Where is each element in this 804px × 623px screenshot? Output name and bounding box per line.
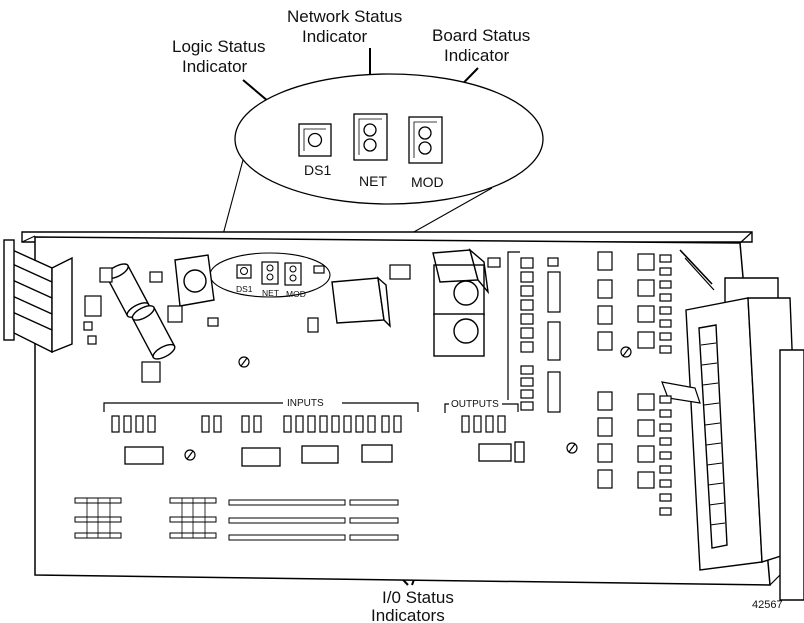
board-status-label-line2: Indicator (444, 46, 510, 65)
zoom-net-label: NET (359, 173, 387, 189)
board-net-indicator (262, 262, 278, 284)
logic-status-callout: Logic Status Indicator (172, 37, 266, 76)
board-ds1-label: DS1 (236, 284, 253, 294)
board-ds1-indicator (237, 265, 251, 278)
input-leds (112, 416, 401, 432)
board-net-label: NET (262, 288, 279, 298)
logic-status-label-line2: Indicator (182, 57, 248, 76)
zoom-mod-label: MOD (411, 174, 444, 190)
zoom-mod-indicator (409, 117, 442, 163)
figure-number: 42567 (752, 599, 783, 611)
output-chips (479, 442, 524, 462)
network-status-callout: Network Status Indicator (287, 7, 402, 46)
button-left (175, 255, 214, 306)
io-status-callout: I/0 Status Indicators (371, 588, 454, 623)
zoom-ds1-indicator (299, 124, 331, 156)
button-lower-right (434, 314, 484, 356)
outputs-label: OUTPUTS (451, 399, 499, 410)
board-status-label-line1: Board Status (432, 26, 530, 45)
io-status-label-line2: Indicators (371, 606, 445, 623)
network-status-label-line1: Network Status (287, 7, 402, 26)
logic-status-label-line1: Logic Status (172, 37, 266, 56)
network-status-label-line2: Indicator (302, 27, 368, 46)
zoom-ds1-label: DS1 (304, 162, 331, 178)
board-mod-label: MOD (286, 289, 306, 299)
board-status-callout: Board Status Indicator (432, 26, 530, 65)
zoom-net-indicator (354, 114, 387, 160)
io-status-label-line1: I/0 Status (382, 588, 454, 607)
main-ic-chip (332, 278, 390, 326)
board-mod-indicator (285, 263, 301, 285)
inputs-label: INPUTS (287, 398, 324, 409)
